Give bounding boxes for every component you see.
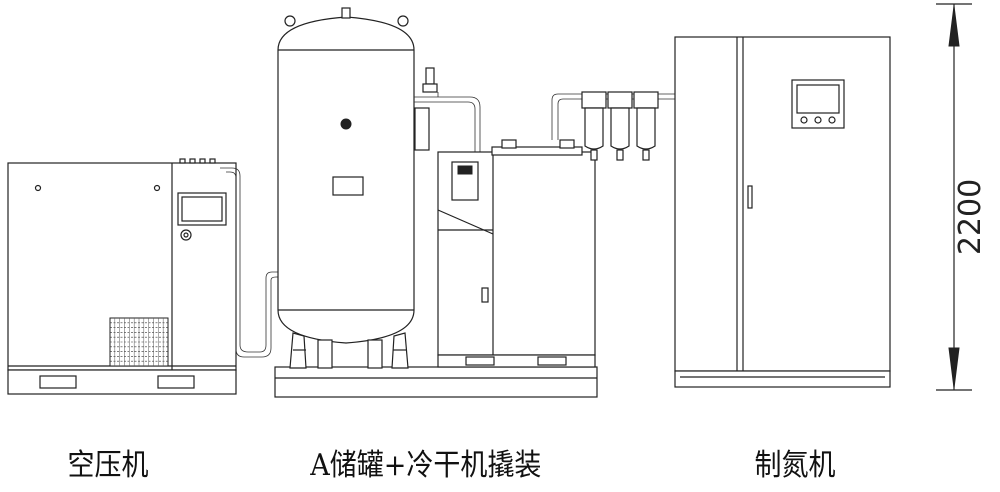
dimension-arrow-bottom-icon <box>948 347 960 389</box>
safety-valve-icon <box>425 67 435 85</box>
filter-head <box>607 91 633 109</box>
tank-outlet-piping <box>414 67 481 152</box>
nitrogen-cabinet <box>674 36 891 372</box>
compressor-top-tabs <box>179 158 216 164</box>
nitrogen-generator <box>674 36 891 388</box>
filter-assembly <box>551 91 676 161</box>
compressor-bolt <box>34 184 42 192</box>
dimension-arrow-top-icon <box>948 5 960 47</box>
dimension-height-label: 2200 <box>953 179 988 255</box>
caption-nitrogen-generator: 制氮机 <box>754 448 836 483</box>
tank-lifting-lug <box>397 15 409 27</box>
compressor-foot-right <box>157 375 195 389</box>
filter-head <box>633 91 659 109</box>
pipe-compressor-to-tank <box>220 167 280 353</box>
tank-top-valve <box>341 7 351 19</box>
air-storage-tank <box>274 7 598 398</box>
caption-tank-dryer-skid: A储罐+冷干机撬装 <box>310 448 542 483</box>
nitrogen-base <box>674 370 891 388</box>
refrigerated-dryer <box>437 139 596 368</box>
tank-lifting-lug <box>284 15 296 27</box>
air-compressor-unit <box>7 158 237 395</box>
dryer-display-icon <box>457 165 473 175</box>
compressor-foot-left <box>39 375 77 389</box>
cabinet-handle <box>747 185 753 209</box>
compressor-vent-grille <box>109 317 169 367</box>
skid-base <box>274 366 598 398</box>
tank-filter <box>414 107 430 151</box>
filter-head <box>581 91 607 109</box>
precision-filter <box>584 107 604 150</box>
compressor-bolt <box>153 184 161 192</box>
height-dimension: 2200 <box>936 3 988 391</box>
dryer-handle <box>481 287 489 303</box>
tank-nameplate <box>332 176 364 196</box>
tank-legs <box>289 332 409 369</box>
precision-filter <box>636 107 656 150</box>
precision-filter <box>610 107 630 150</box>
caption-air-compressor: 空压机 <box>67 448 149 483</box>
tank-pressure-gauge-icon <box>340 118 352 130</box>
